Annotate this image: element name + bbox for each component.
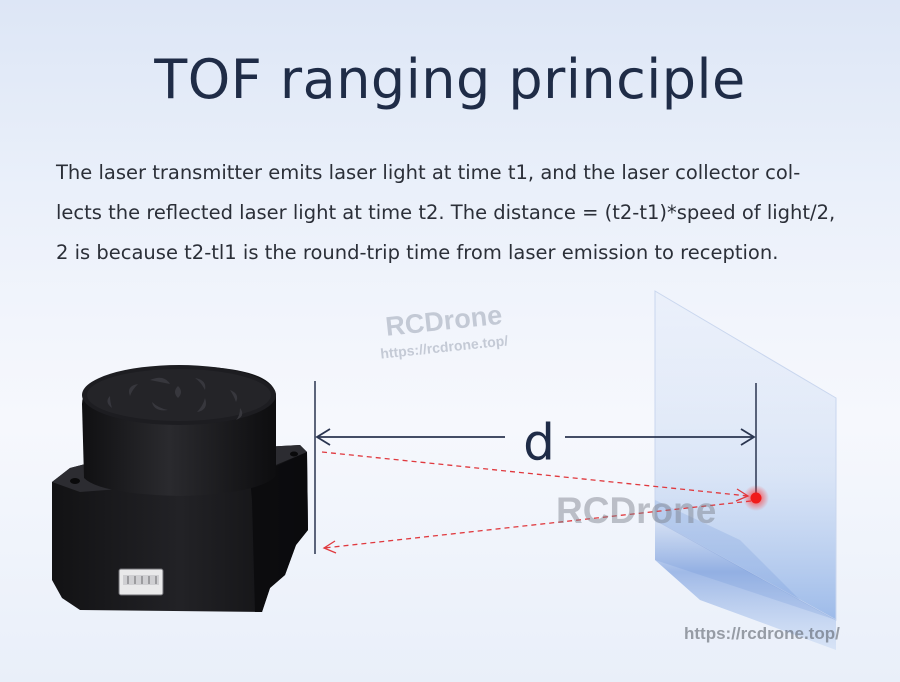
description-line: lects the reflected laser light at time … <box>56 201 836 224</box>
description-line: 2 is because t2-tl1 is the round-trip ti… <box>56 241 779 264</box>
distance-label: d <box>523 414 555 472</box>
brand-watermark-center: RCDrone <box>556 490 717 531</box>
description-paragraph: The laser transmitter emits laser light … <box>56 153 856 273</box>
reflector-panel-icon <box>654 290 837 650</box>
page-title: TOF ranging principle <box>154 48 746 111</box>
footer-url-watermark: https://rcdrone.top/ <box>684 624 840 643</box>
reflected-laser-beam <box>322 500 752 554</box>
laser-spot-icon <box>743 485 769 511</box>
distance-arrow <box>315 428 756 446</box>
description-line: The laser transmitter emits laser light … <box>56 161 801 184</box>
lidar-sensor-icon <box>52 365 308 612</box>
